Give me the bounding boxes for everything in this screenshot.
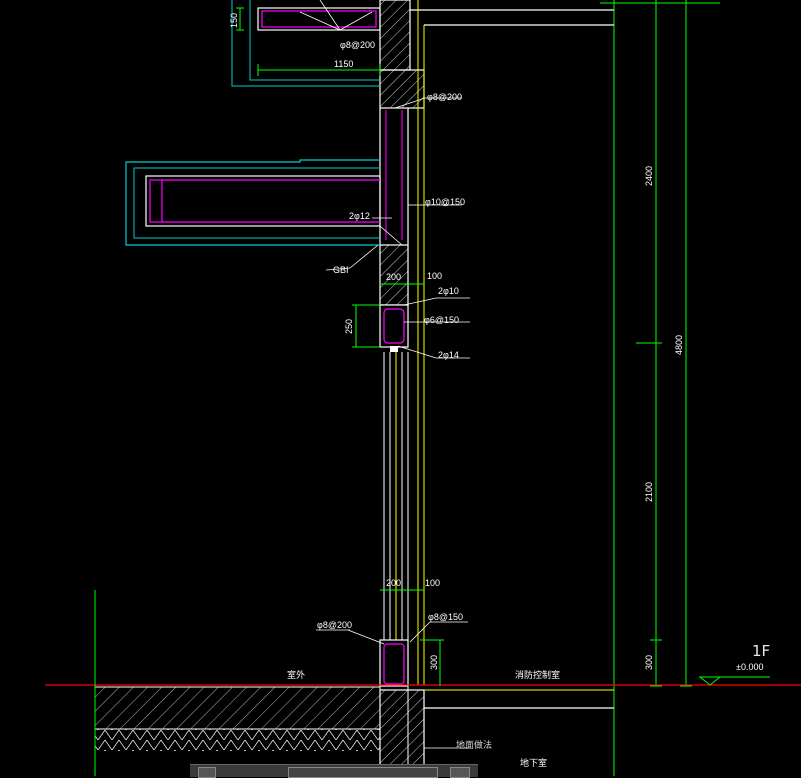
- rebar-slab-stirrup: φ8@200: [427, 92, 462, 102]
- leader-lines: [316, 97, 470, 645]
- room-outdoor: 室外: [287, 669, 305, 680]
- rebar-wall-horizontal: 2φ12: [349, 211, 370, 221]
- room-fire-control: 消防控制室: [515, 669, 560, 680]
- ground-section: [45, 590, 801, 776]
- room-text: 室外 消防控制室 地下室 地面做法: [287, 669, 560, 768]
- rebar-wall-vertical: φ10@150: [425, 197, 465, 207]
- level-marker: [698, 676, 770, 686]
- dim-2100: 2100: [644, 482, 654, 502]
- dim-200-upper: 200: [386, 272, 401, 282]
- rebar-beam-bottom: 2φ14: [438, 350, 459, 360]
- room-underground: 地下室: [520, 757, 547, 768]
- status-tab-2[interactable]: [288, 767, 438, 778]
- floor-finish-label: 地面做法: [456, 739, 492, 750]
- dim-300-base: 300: [429, 655, 439, 670]
- top-cantilever-slab: [231, 0, 381, 87]
- dim-1150: 1150: [334, 59, 353, 69]
- rebar-base-right: φ8@150: [428, 612, 463, 622]
- status-tab-3[interactable]: [450, 767, 470, 778]
- rebar-lintel-label: GBI: [333, 265, 349, 275]
- rebar-text: φ8@200 φ8@200 φ10@150 2φ12 GBI 2φ10 φ6@1…: [317, 40, 465, 630]
- top-wall-lines: [410, 2, 720, 26]
- level-text: 1F ±0.000: [736, 642, 770, 672]
- status-bar[interactable]: [190, 764, 478, 778]
- dim-150-top: 150: [229, 13, 239, 28]
- dim-100-lower: 100: [425, 578, 440, 588]
- dimension-lines: [236, 2, 692, 687]
- main-wall: [379, 0, 425, 776]
- rebar-beam-stirrup: φ6@150: [424, 315, 459, 325]
- rebar-slab-top: φ8@200: [340, 40, 375, 50]
- dim-200-lower: 200: [386, 578, 401, 588]
- status-tab-1[interactable]: [198, 767, 216, 778]
- dim-4800: 4800: [674, 335, 684, 355]
- rebar-base-left: φ8@200: [317, 620, 352, 630]
- elevation-label: ±0.000: [736, 662, 763, 672]
- dim-300-right: 300: [644, 655, 654, 670]
- middle-canopy: [125, 159, 403, 246]
- rebar-beam-top: 2φ10: [438, 286, 459, 296]
- floor-level-label: 1F: [752, 642, 770, 660]
- dimension-text: 150 1150 200 100 250 200 100 300 2400 21…: [229, 13, 684, 670]
- dim-2400: 2400: [644, 166, 654, 186]
- dim-100-upper: 100: [427, 271, 442, 281]
- dim-250: 250: [344, 319, 354, 334]
